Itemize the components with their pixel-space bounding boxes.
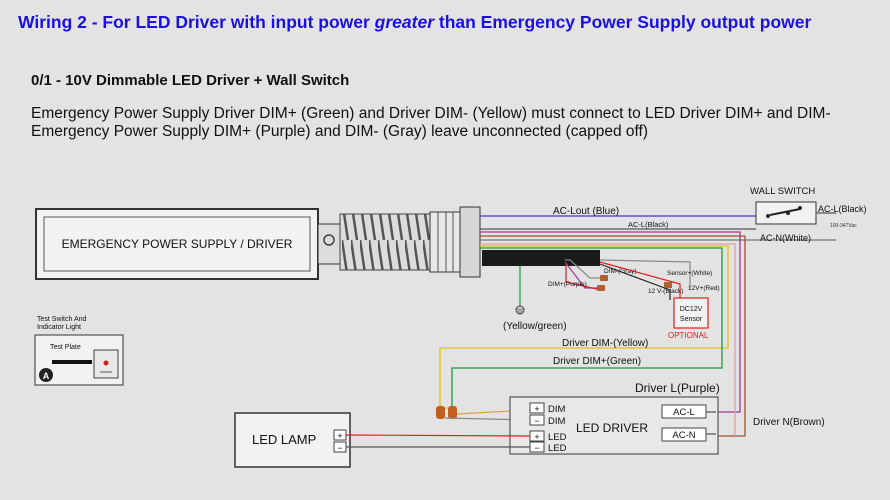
- driver-n-label: Driver N(Brown): [753, 417, 825, 428]
- led-driver-led-plus-sign: +: [534, 432, 539, 442]
- led-lamp-label: LED LAMP: [252, 432, 316, 447]
- led-driver: + − + − DIM DIM LED LED LED DRIVER AC-L …: [509, 396, 719, 455]
- led-driver-dim-minus-sign: −: [534, 416, 539, 426]
- test-switch: Test Switch And Indicator Light Test Pla…: [34, 316, 124, 386]
- driver-l-label: Driver L(Purple): [635, 381, 720, 395]
- led-lamp: LED LAMP + −: [234, 412, 351, 468]
- driver-dim-plus-label: Driver DIM+(Green): [553, 356, 641, 367]
- dim-minus-wire-nut: [436, 406, 445, 419]
- led-lamp-plus-sign: +: [337, 431, 342, 441]
- test-switch-title-1: Test Switch And: [37, 316, 87, 323]
- test-switch-title-2: Indicator Light: [37, 324, 81, 331]
- led-positive-wire: [345, 434, 531, 437]
- sensor-white-label: Sensor+(White): [667, 270, 712, 277]
- sensor-cable: [482, 250, 600, 266]
- dc12v-sensor: DC12V Sensor OPTIONAL: [668, 297, 709, 340]
- ac-l-black-label: AC-L(Black): [628, 220, 669, 229]
- emergency-unit-label: EMERGENCY POWER SUPPLY / DRIVER: [62, 237, 293, 251]
- led-driver-led-minus-sign: −: [534, 443, 539, 453]
- 12v-red-label: 12V+(Red): [688, 285, 720, 292]
- description-line-2: Emergency Power Supply DIM+ (Purple) and…: [31, 123, 648, 140]
- purple-wire-cap: [597, 285, 605, 291]
- unused-dim-wires: [564, 259, 602, 291]
- description-line-1: Emergency Power Supply Driver DIM+ (Gree…: [31, 105, 831, 122]
- led-driver-led-plus-label: LED: [548, 432, 567, 443]
- test-switch-badge: A: [43, 371, 50, 381]
- ac-lout-label: AC-Lout (Blue): [553, 206, 619, 217]
- wiring-description: Emergency Power Supply Driver DIM+ (Gree…: [31, 105, 831, 141]
- ground-label: (Yellow/green): [503, 321, 567, 332]
- sensor-line2: Sensor: [680, 316, 703, 323]
- dim-purple-label: DIM+(Purple): [548, 281, 587, 288]
- dim-plus-wire-nut: [448, 406, 457, 419]
- ground-wire: (Yellow/green): [503, 266, 567, 332]
- ac-n-white-label: AC-N(White): [760, 233, 811, 243]
- page-title: Wiring 2 - For LED Driver with input pow…: [18, 12, 812, 32]
- led-driver-acn-label: AC-N: [672, 430, 695, 441]
- mains-wires: [439, 215, 826, 437]
- 12v-black-label: 12 V-(Black): [648, 288, 683, 295]
- led-driver-dim-plus-sign: +: [534, 404, 539, 414]
- sensor-wires: [599, 259, 691, 300]
- sensor-cap: [664, 282, 672, 288]
- led-driver-dim-minus-label: DIM: [548, 416, 566, 427]
- emergency-power-supply: EMERGENCY POWER SUPPLY / DRIVER: [35, 206, 481, 280]
- driver-dim-minus-label: Driver DIM-(Yellow): [562, 338, 648, 349]
- led-driver-dim-plus-label: DIM: [548, 404, 566, 415]
- led-driver-led-minus-label: LED: [548, 443, 567, 454]
- led-lamp-minus-sign: −: [337, 443, 342, 453]
- sensor-line1: DC12V: [680, 306, 703, 313]
- wall-switch-title: WALL SWITCH: [750, 186, 815, 197]
- wall-switch-acl-label: AC-L(Black): [818, 204, 867, 214]
- section-subtitle: 0/1 - 10V Dimmable LED Driver + Wall Swi…: [31, 72, 350, 89]
- led-driver-acl-label: AC-L: [673, 407, 695, 418]
- wall-switch: WALL SWITCH AC-L(Black) 100-347Vac: [750, 186, 867, 229]
- wall-switch-voltage: 100-347Vac: [830, 223, 857, 229]
- led-driver-label: LED DRIVER: [576, 421, 648, 435]
- gray-wire-cap: [600, 275, 608, 281]
- sensor-optional-label: OPTIONAL: [668, 331, 709, 340]
- test-plate-label: Test Plate: [50, 344, 81, 351]
